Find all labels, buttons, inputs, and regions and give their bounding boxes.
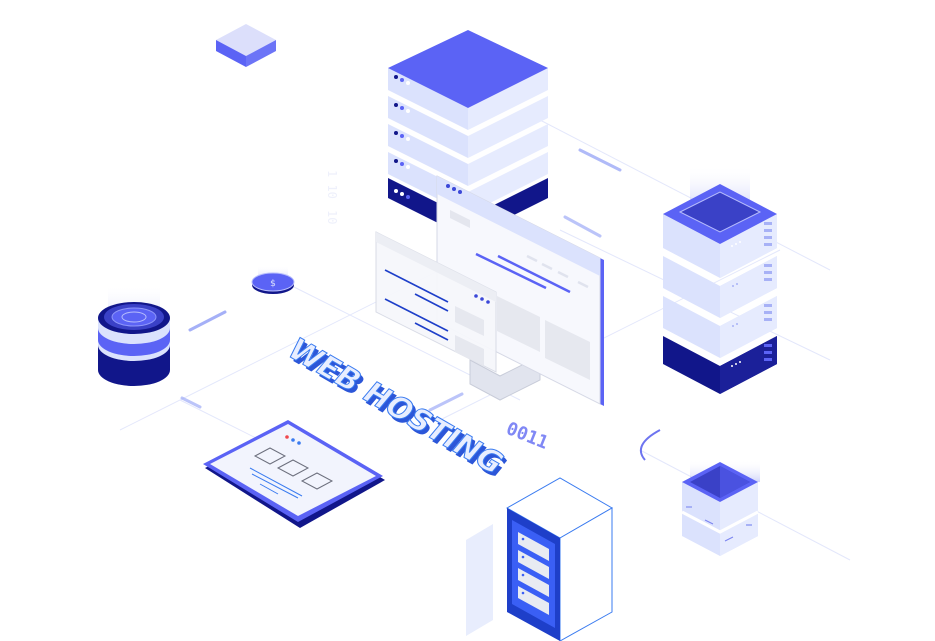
server-top [388, 30, 548, 108]
rack-unit-icons [518, 532, 549, 615]
window-control-dots [474, 294, 490, 304]
svg-text:1 10: 1 10 [325, 170, 339, 199]
coin-node: $ [251, 266, 295, 294]
dollar-icon: $ [270, 279, 276, 289]
database-cylinder [98, 285, 170, 386]
window-control-dots [285, 435, 301, 445]
browser-window-small [375, 231, 497, 373]
right-server-tower [663, 165, 777, 394]
monitor-stand [469, 355, 541, 401]
main-server-stack [388, 30, 548, 238]
browser-window-large [436, 175, 604, 406]
window-control-dots [446, 184, 462, 194]
faint-binary-labels: 1 10 10 [325, 170, 339, 224]
open-box [681, 460, 760, 556]
connection-highlights [180, 148, 622, 412]
small-cube [216, 24, 276, 67]
server-rack [466, 477, 614, 641]
svg-text:10: 10 [325, 210, 339, 224]
status-light-icons [394, 75, 410, 199]
status-light-icons [731, 241, 741, 367]
tablet [203, 420, 385, 528]
curve-connector [640, 429, 661, 461]
vent-icons [764, 222, 772, 321]
binary-label: 0011 [503, 418, 551, 454]
